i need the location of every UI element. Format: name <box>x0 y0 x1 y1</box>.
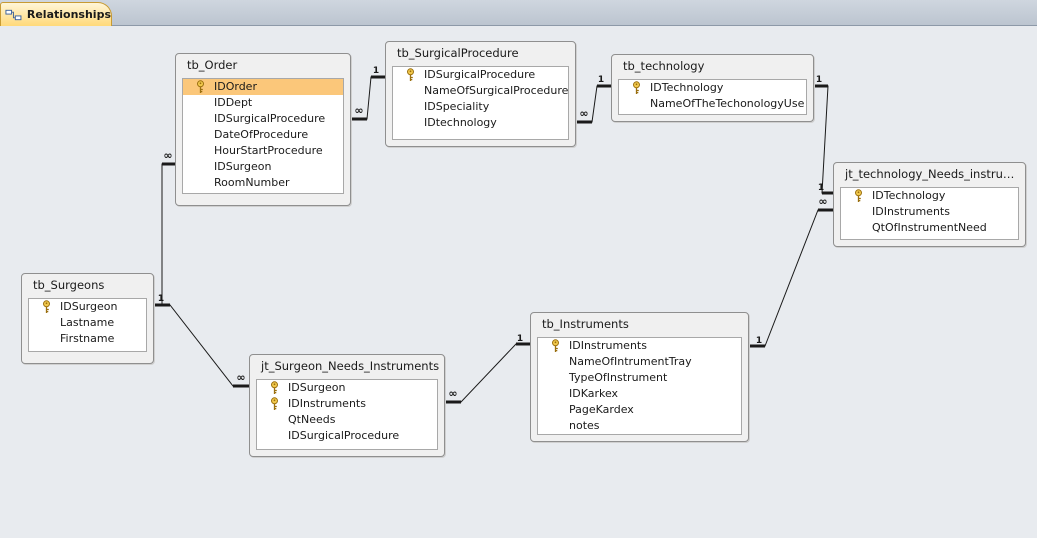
field-row[interactable]: IDSurgicalProcedure <box>257 428 437 444</box>
relationships-tab-label: Relationships <box>26 8 111 21</box>
relationships-icon <box>5 9 22 20</box>
field-name: QtOfInstrumentNeed <box>872 221 987 234</box>
field-row[interactable]: NameOfTheTechonologyUse <box>619 96 806 112</box>
field-name: PageKardex <box>569 403 634 416</box>
primary-key-icon <box>552 339 559 352</box>
table-title[interactable]: tb_Order <box>187 58 238 72</box>
field-name: IDTechnology <box>872 189 946 202</box>
field-name: IDtechnology <box>424 116 497 129</box>
table-title[interactable]: jt_Surgeon_Needs_Instruments <box>261 359 440 373</box>
primary-key-icon <box>271 381 278 394</box>
field-row[interactable]: NameOfSurgicalProcedure <box>393 83 568 99</box>
field-name: IDInstruments <box>569 339 647 352</box>
field-row[interactable]: RoomNumber <box>183 175 343 191</box>
table-title[interactable]: tb_technology <box>623 59 705 73</box>
field-row[interactable]: PageKardex <box>538 402 741 418</box>
field-row[interactable]: IDSurgeon <box>183 159 343 175</box>
field-row[interactable]: IDTechnology <box>841 188 1018 204</box>
field-name: IDSurgeon <box>288 381 346 394</box>
field-name: IDDept <box>214 96 253 109</box>
field-name: NameOfSurgicalProcedure <box>424 84 569 97</box>
primary-key-icon <box>407 68 414 81</box>
field-name: IDKarkex <box>569 387 619 400</box>
field-row[interactable]: TypeOfInstrument <box>538 370 741 386</box>
document-tab-bar: Relationships <box>0 0 1037 26</box>
field-row[interactable]: Firstname <box>29 331 146 347</box>
field-name: IDSurgeon <box>214 160 272 173</box>
field-row[interactable]: notes <box>538 418 741 434</box>
field-row[interactable]: IDInstruments <box>538 338 741 354</box>
table-title[interactable]: tb_SurgicalProcedure <box>397 46 519 60</box>
field-row[interactable]: QtOfInstrumentNeed <box>841 220 1018 236</box>
primary-key-icon <box>197 80 204 93</box>
table-tb-surgicalprocedure[interactable]: tb_SurgicalProcedure IDSurgicalProcedure… <box>385 41 576 147</box>
field-name: QtNeeds <box>288 413 336 426</box>
field-name: IDSurgicalProcedure <box>288 429 400 442</box>
field-row[interactable]: IDSurgeon <box>29 299 146 315</box>
primary-key-icon <box>271 397 278 410</box>
field-name: IDInstruments <box>872 205 950 218</box>
field-row[interactable]: QtNeeds <box>257 412 437 428</box>
field-name: IDInstruments <box>288 397 366 410</box>
field-row[interactable]: IDSurgeon <box>257 380 437 396</box>
field-row[interactable]: IDSurgicalProcedure <box>183 111 343 127</box>
field-name: IDSurgeon <box>60 300 118 313</box>
field-row[interactable]: IDSpeciality <box>393 99 568 115</box>
primary-key-icon <box>43 300 50 313</box>
field-name: IDOrder <box>214 80 257 93</box>
field-row[interactable]: HourStartProcedure <box>183 143 343 159</box>
field-row[interactable]: NameOfIntrumentTray <box>538 354 741 370</box>
relationships-tab[interactable]: Relationships <box>0 2 112 26</box>
field-name: IDSurgicalProcedure <box>214 112 326 125</box>
field-name: NameOfTheTechonologyUse <box>650 97 805 110</box>
field-name: DateOfProcedure <box>214 128 309 141</box>
field-name: IDSurgicalProcedure <box>424 68 536 81</box>
field-row[interactable]: IDtechnology <box>393 115 568 131</box>
table-jt-technology-needs-instruments[interactable]: jt_technology_Needs_instrume... IDTechno… <box>833 162 1026 247</box>
field-name: HourStartProcedure <box>214 144 323 157</box>
field-name: IDSpeciality <box>424 100 490 113</box>
table-title[interactable]: tb_Surgeons <box>33 278 105 292</box>
primary-key-icon <box>855 189 862 202</box>
field-name: Lastname <box>60 316 115 329</box>
field-row[interactable]: DateOfProcedure <box>183 127 343 143</box>
field-row[interactable]: Lastname <box>29 315 146 331</box>
table-title[interactable]: jt_technology_Needs_instrume... <box>845 167 1025 181</box>
field-row[interactable]: IDTechnology <box>619 80 806 96</box>
field-row[interactable]: IDKarkex <box>538 386 741 402</box>
field-name: NameOfIntrumentTray <box>569 355 692 368</box>
field-row[interactable]: IDInstruments <box>841 204 1018 220</box>
field-row[interactable]: IDInstruments <box>257 396 437 412</box>
field-row[interactable]: IDSurgicalProcedure <box>393 67 568 83</box>
table-title[interactable]: tb_Instruments <box>542 317 629 331</box>
field-name: Firstname <box>60 332 115 345</box>
field-name: TypeOfInstrument <box>569 371 668 384</box>
field-row[interactable]: IDOrder <box>183 79 343 95</box>
field-name: IDTechnology <box>650 81 724 94</box>
field-row[interactable]: IDDept <box>183 95 343 111</box>
field-name: RoomNumber <box>214 176 290 189</box>
primary-key-icon <box>633 81 640 94</box>
field-name: notes <box>569 419 600 432</box>
